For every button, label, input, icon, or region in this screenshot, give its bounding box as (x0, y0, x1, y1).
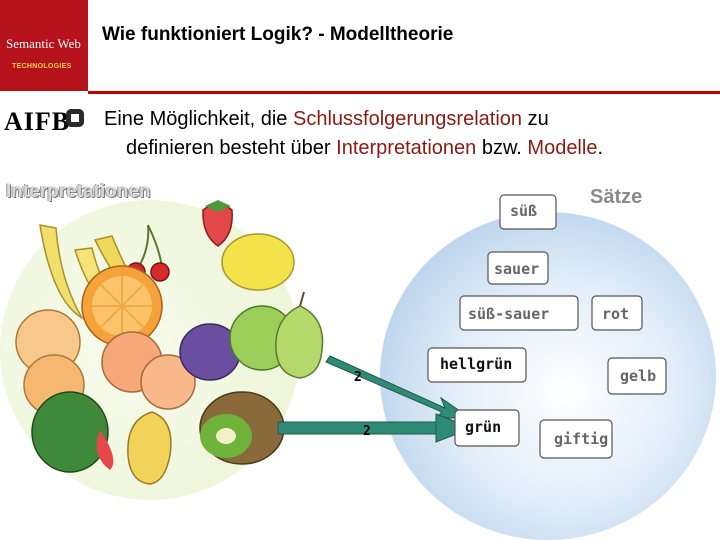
logo-title: Semantic Web (6, 36, 81, 51)
scroll-suess (499, 194, 557, 230)
sentence-rot: rot (602, 305, 630, 323)
fruit-watermelon (31, 391, 114, 473)
interpretations-label: Interpretationen (6, 181, 151, 202)
sentence-suess: süß (510, 202, 538, 220)
sentence-gruen: grün (465, 418, 502, 436)
fruit-pear (275, 291, 324, 379)
sentence-sauer: sauer (494, 260, 540, 278)
scroll-sauer (487, 251, 549, 285)
fruit-kiwi (199, 391, 285, 465)
scroll-gruen (454, 409, 520, 447)
bullet-text: . (597, 137, 604, 159)
sentence-suess-sauer: süß-sauer (468, 305, 550, 323)
title-divider (88, 91, 720, 94)
bullet-square-icon (66, 109, 84, 127)
scroll-hellgruen (427, 347, 527, 383)
logo-subtitle: TECHNOLOGIES (12, 63, 72, 70)
term-schlussfolgerungsrelation: Schlussfolgerungsrelation (292, 108, 523, 130)
mapping-arrow-top (325, 355, 472, 419)
arrow-label-top: 2 (354, 370, 362, 385)
scroll-gelb (607, 357, 667, 395)
fruit-strawberry (202, 200, 233, 247)
fruit-lemon (221, 233, 295, 291)
aifb-logo: AIFB (4, 107, 71, 136)
bullet-text: zu (522, 108, 549, 130)
fruit-peach (101, 331, 196, 410)
bullet-text: definieren besteht über (126, 137, 337, 159)
sentence-gelb: gelb (620, 367, 657, 385)
sentence-hellgruen: hellgrün (440, 355, 513, 373)
bullet-text-line-2: definieren besteht über Interpretationen… (126, 137, 603, 160)
fruit-orange (81, 265, 163, 347)
sentence-cloud (380, 212, 716, 540)
semantic-web-logo: Semantic Web TECHNOLOGIES (0, 0, 88, 91)
term-interpretationen: Interpretationen (336, 137, 477, 159)
arrow-label-bottom: 2 (363, 424, 371, 439)
scroll-suess-sauer (459, 295, 579, 331)
scroll-rot (591, 295, 643, 331)
sentences-label: Sätze (590, 186, 643, 208)
sentence-giftig: giftig (554, 430, 609, 448)
term-modelle: Modelle (527, 137, 598, 159)
bullet-text-line-1: Eine Möglichkeit, die Schlussfolgerungsr… (104, 108, 549, 131)
mapping-arrow-bottom (277, 413, 474, 443)
slide-title: Wie funktioniert Logik? - Modelltheorie (102, 24, 454, 45)
bullet-text: bzw. (476, 137, 528, 159)
bullet-text: Eine Möglichkeit, die (104, 108, 293, 130)
fruit-yellow-pear (127, 411, 172, 485)
scroll-giftig (539, 419, 613, 459)
